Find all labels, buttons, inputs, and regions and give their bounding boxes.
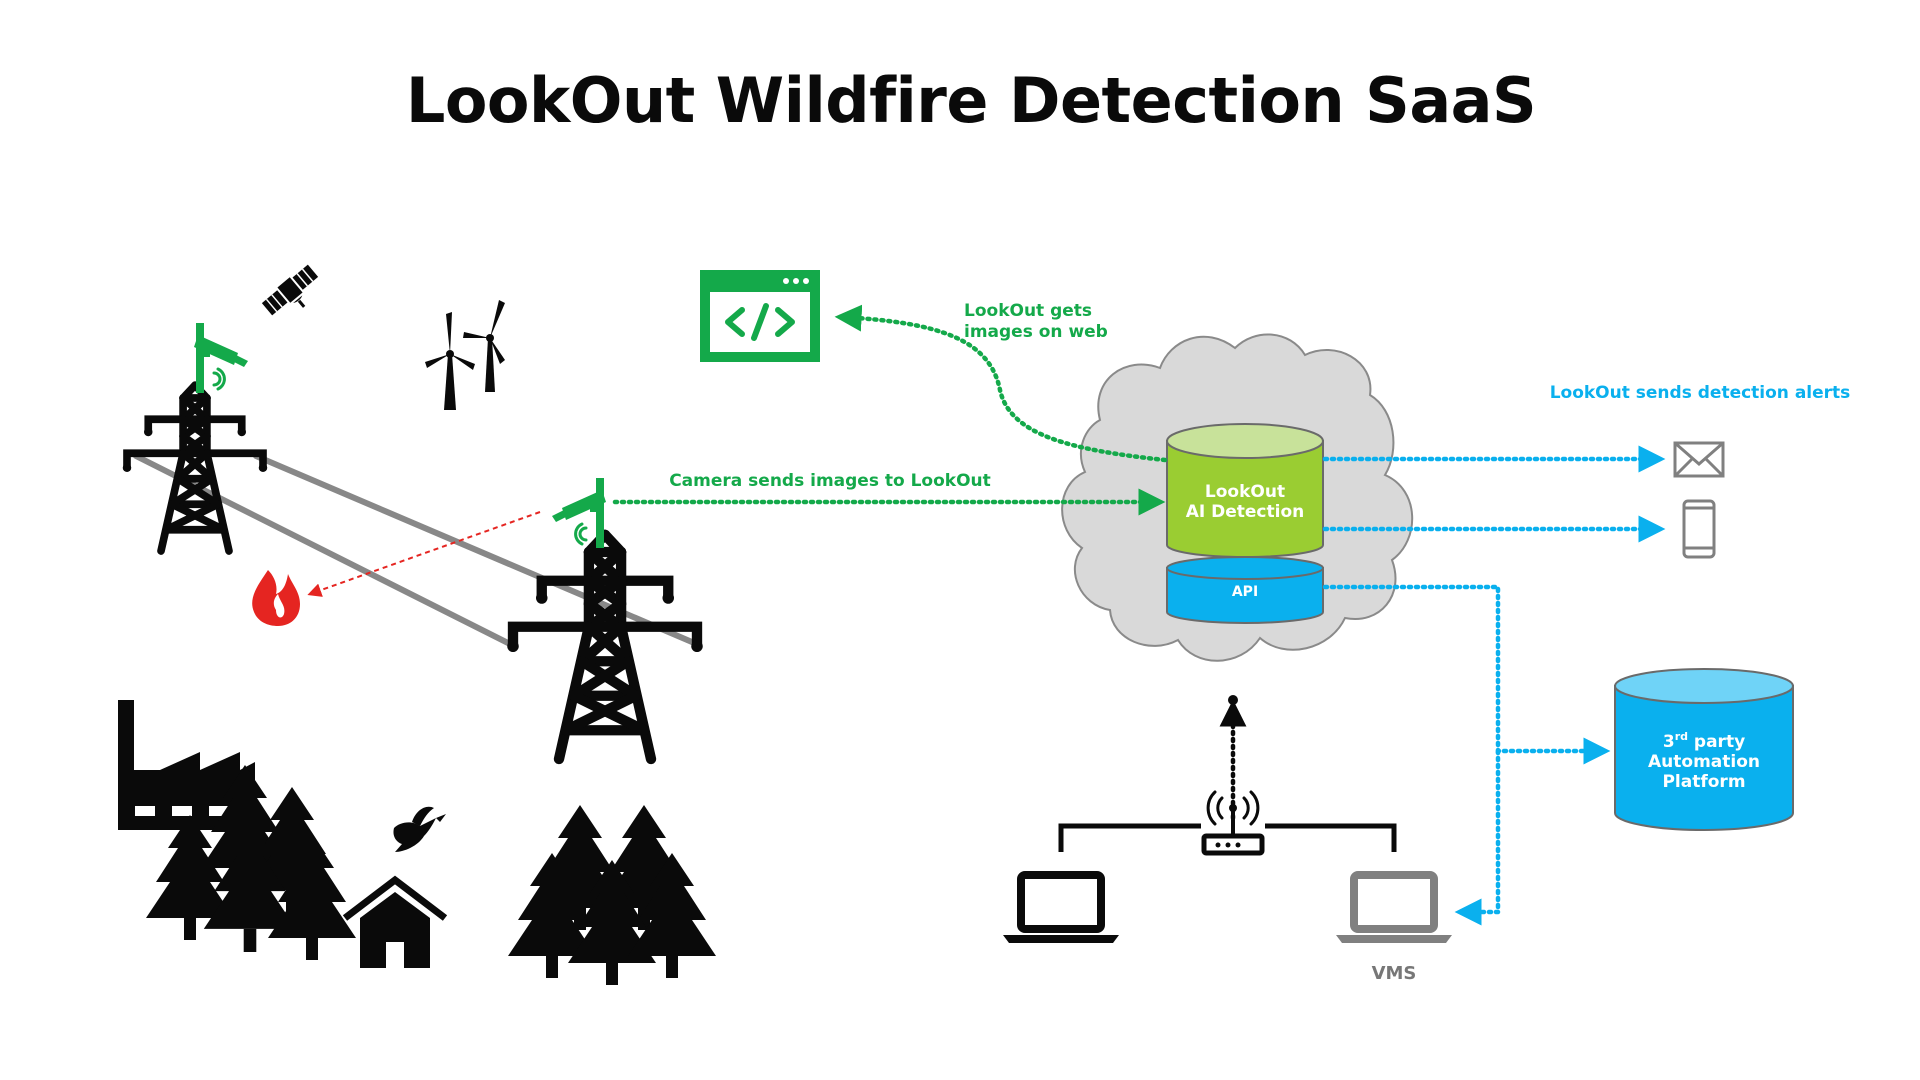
envelope-icon [1673,441,1725,478]
web-images-arrow [834,304,1168,463]
api-cylinder [1166,556,1324,624]
api-to-platform-arrow [1322,584,1611,765]
page-title: LookOut Wildfire Detection SaaS [406,64,1536,137]
satellite-icon [261,264,319,316]
camera-images-label: Camera sends images to LookOut [669,471,991,491]
ai-detection-label-line1: LookOut [1205,482,1285,502]
web-images-label-line2: images on web [964,322,1108,342]
third-party-label-line3: Platform [1662,772,1745,792]
ai-detection-cylinder [1166,423,1324,558]
camera-detection-arrow [307,511,541,597]
vms-laptop-icon [1336,875,1452,943]
web-code-icon [700,270,820,362]
power-pylon-left [123,385,268,551]
detection-alerts-label: LookOut sends detection alerts [1550,383,1851,403]
third-party-label-sup: rd [1675,730,1688,743]
pine-tree-right-icon [508,805,716,985]
fire-icon [252,570,300,626]
third-party-label-rest: party [1688,732,1745,752]
cloud-connection-dot [1228,695,1238,705]
dove-icon [393,806,446,852]
third-party-platform-cylinder [1614,668,1794,831]
wind-turbine-icon [425,300,505,410]
security-camera-right-icon [550,476,608,550]
web-images-label-line1: LookOut gets [964,301,1092,321]
power-pylon-right [507,535,703,759]
third-party-label-base: 3 [1663,732,1675,752]
network-lines [1058,823,1397,852]
security-camera-left-icon [192,321,250,395]
phone-icon [1682,499,1716,559]
api-to-vms-arrow [1454,748,1501,926]
factory-icon [118,700,255,830]
ai-detection-label-line2: AI Detection [1186,502,1305,522]
laptop-icon [1003,875,1119,943]
api-label: API [1232,584,1258,600]
third-party-label-line2: Automation [1648,752,1760,772]
vms-label: VMS [1372,963,1417,984]
house-icon [342,875,448,968]
router-icon [1201,790,1265,856]
third-party-label-line1: 3rd party [1663,730,1745,752]
